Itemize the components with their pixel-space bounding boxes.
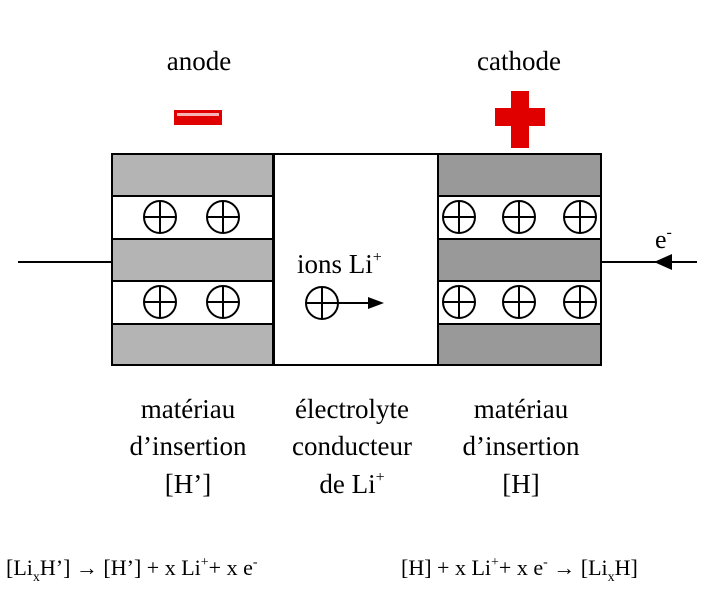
caption-left: matériau d’insertion [H’] bbox=[130, 394, 247, 499]
ion-plus-icon bbox=[206, 285, 240, 319]
minus-sign-highlight bbox=[177, 113, 219, 116]
plus-sign-icon bbox=[495, 91, 545, 148]
electrolyte-block bbox=[273, 153, 439, 366]
ion-plus-icon bbox=[502, 285, 536, 319]
caption-left-line3: [H’] bbox=[165, 469, 211, 499]
ion-plus-icon bbox=[206, 200, 240, 234]
caption-middle-line1: électrolyte bbox=[295, 394, 409, 424]
ions-label: ions Li+ bbox=[297, 249, 382, 279]
electron-label: e- bbox=[655, 224, 672, 254]
caption-left-line1: matériau bbox=[141, 394, 236, 424]
caption-left-line2: d’insertion bbox=[130, 431, 247, 461]
cathode-label: cathode bbox=[477, 46, 561, 76]
electron-arrow-icon bbox=[654, 254, 672, 270]
caption-right-line3: [H] bbox=[502, 469, 539, 499]
equation-cathode: [H] + x Li++ x e- → [LixH] bbox=[401, 555, 638, 585]
anode-label: anode bbox=[167, 46, 231, 76]
moving-ion-plus-icon bbox=[305, 286, 339, 320]
ion-plus-icon bbox=[563, 285, 597, 319]
ion-plus-icon bbox=[563, 200, 597, 234]
ion-plus-icon bbox=[502, 200, 536, 234]
caption-middle: électrolyte conducteur de Li+ bbox=[292, 394, 412, 499]
caption-middle-line2: conducteur bbox=[292, 431, 412, 461]
ion-arrow-icon bbox=[368, 297, 384, 309]
minus-sign-icon bbox=[174, 110, 222, 125]
anode-block bbox=[111, 153, 274, 366]
caption-right: matériau d’insertion [H] bbox=[463, 394, 580, 499]
lithium-ions bbox=[143, 200, 597, 320]
caption-right-line1: matériau bbox=[474, 394, 569, 424]
equation-anode: [LixH’] → [H’] + x Li++ x e- bbox=[6, 555, 258, 585]
cathode-block bbox=[437, 153, 602, 366]
ion-plus-icon bbox=[442, 285, 476, 319]
ion-plus-icon bbox=[143, 285, 177, 319]
caption-middle-line3: de Li+ bbox=[319, 469, 384, 499]
caption-right-line2: d’insertion bbox=[463, 431, 580, 461]
ion-plus-icon bbox=[143, 200, 177, 234]
ion-plus-icon bbox=[442, 200, 476, 234]
